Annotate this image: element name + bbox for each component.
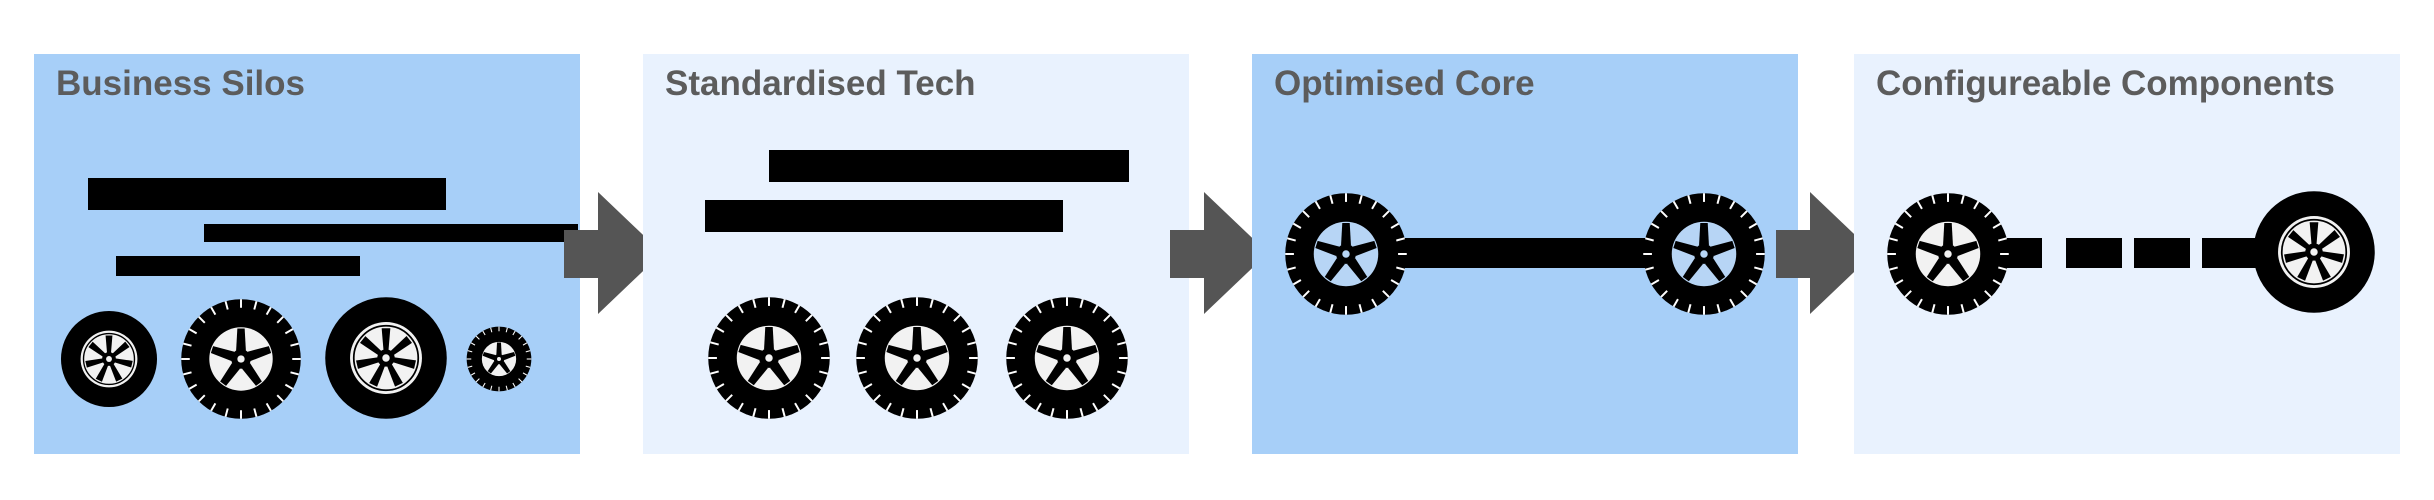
- wheel-icon: [1005, 296, 1129, 420]
- bar-block: [88, 178, 446, 210]
- wheel-icon: [1284, 192, 1408, 316]
- bar-block: [705, 200, 1063, 232]
- stage-panel-optimised-core: Optimised Core: [1252, 54, 1798, 454]
- wheel-icon: [707, 296, 831, 420]
- wheel-icon: [60, 310, 158, 408]
- bar-block: [204, 224, 578, 242]
- stage-panel-standardised-tech: Standardised Tech: [643, 54, 1189, 454]
- stage-title: Configureable Components: [1876, 64, 2335, 103]
- stage-title: Standardised Tech: [665, 64, 976, 103]
- axle-segment: [2066, 238, 2122, 268]
- wheel-icon: [2252, 190, 2376, 314]
- bar-block: [769, 150, 1129, 182]
- stage-panel-configureable-components: Configureable Components: [1854, 54, 2400, 454]
- wheel-icon: [1642, 192, 1766, 316]
- wheel-icon: [1886, 192, 2010, 316]
- stage-title: Optimised Core: [1274, 64, 1535, 103]
- wheel-icon: [466, 326, 532, 392]
- stage-title: Business Silos: [56, 64, 305, 103]
- wheel-icon: [324, 296, 448, 420]
- axle-segment: [2202, 238, 2262, 268]
- axle-bar: [1382, 238, 1652, 268]
- bar-block: [116, 256, 360, 276]
- stage-panel-business-silos: Business Silos: [34, 54, 580, 454]
- wheel-icon: [855, 296, 979, 420]
- wheel-icon: [180, 298, 302, 420]
- axle-segment: [2134, 238, 2190, 268]
